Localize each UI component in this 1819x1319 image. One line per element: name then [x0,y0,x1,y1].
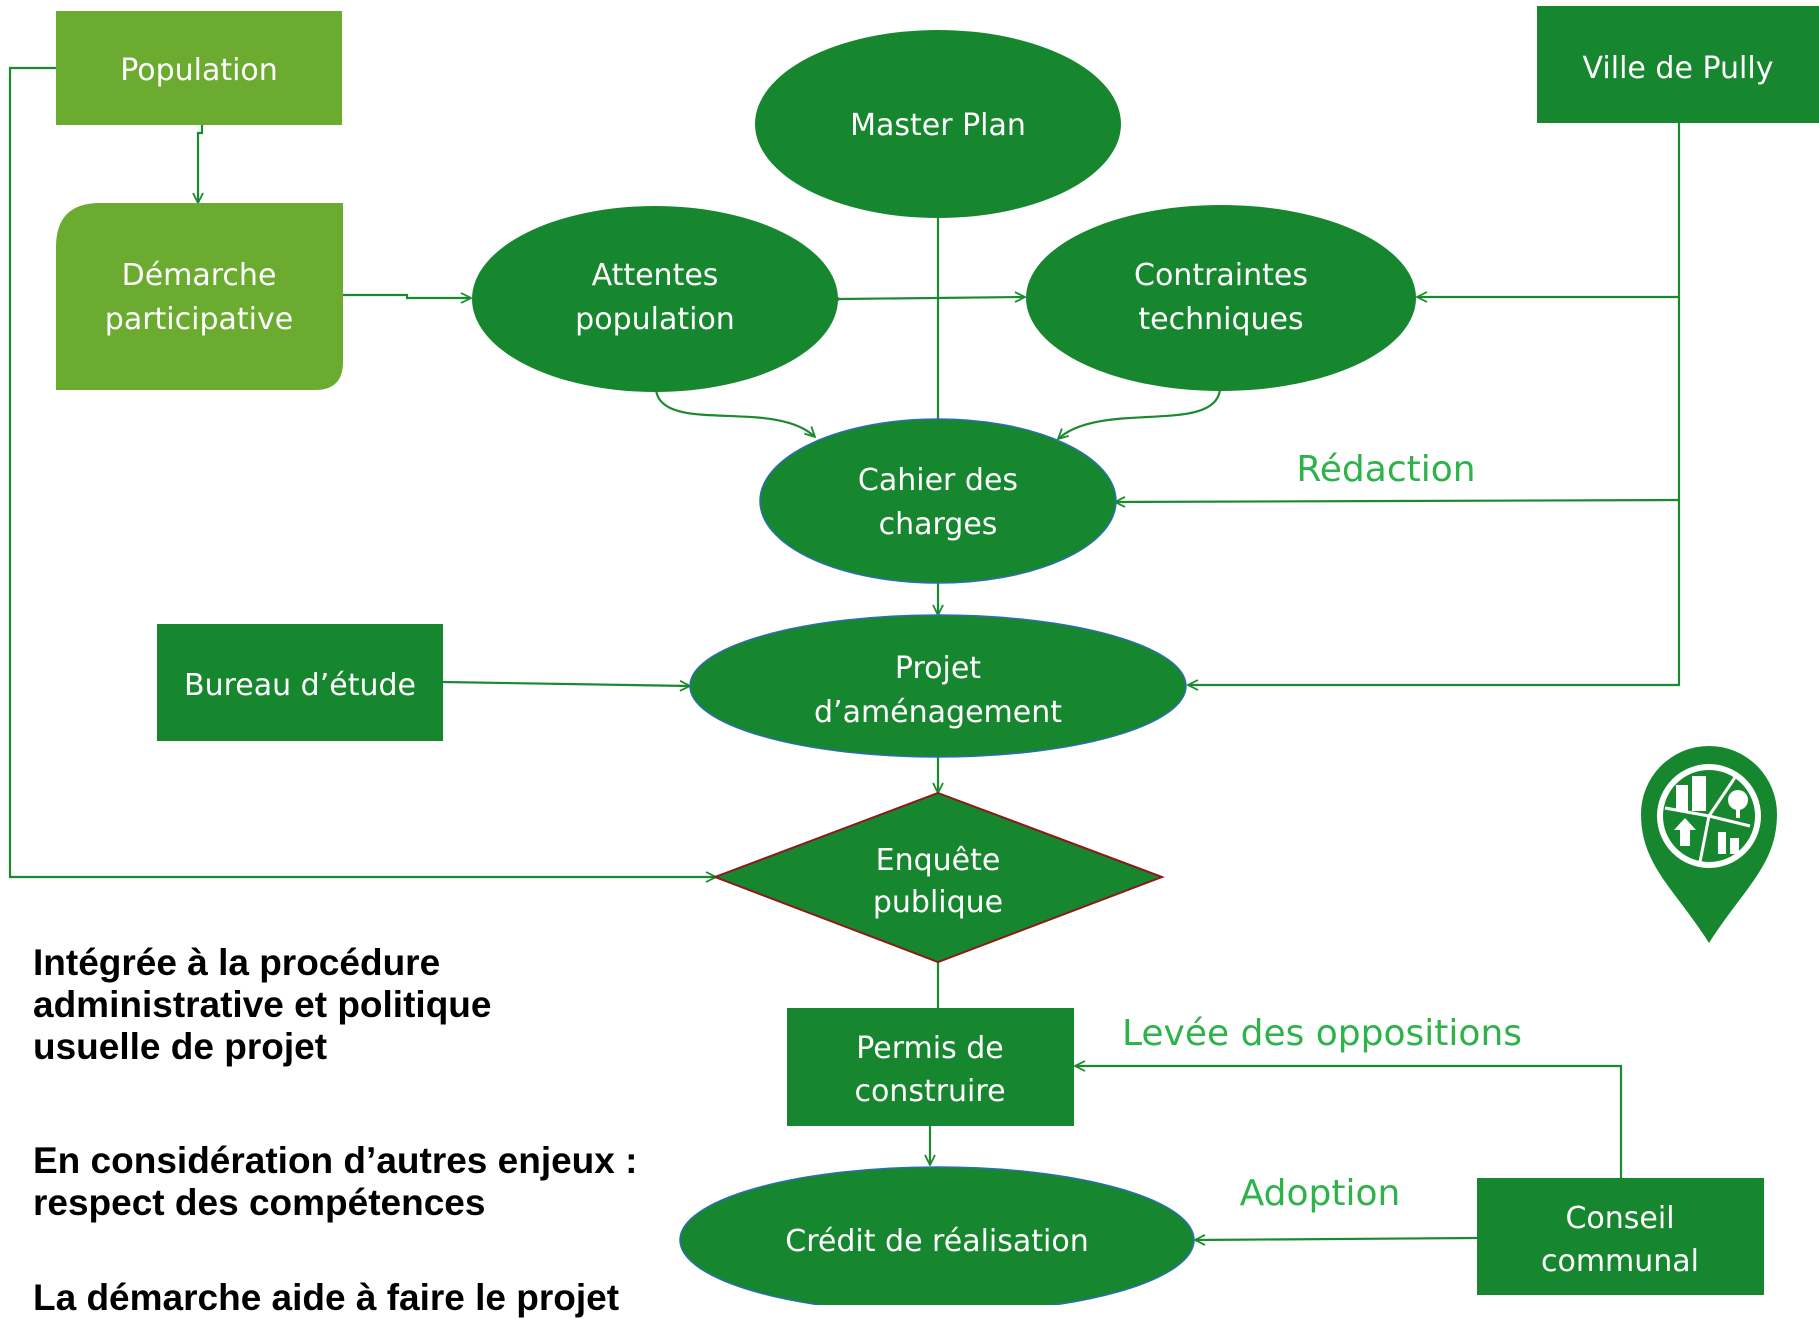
svg-text:Enquête: Enquête [876,843,1001,878]
note-line: En considération d’autres enjeux : [33,1140,638,1181]
node-credit-de-realisation: Crédit de réalisation [679,1166,1195,1305]
note-integration: Intégrée à la procédure administrative e… [33,942,733,1068]
svg-text:Master Plan: Master Plan [850,108,1026,143]
note-line: respect des compétences [33,1182,486,1223]
connector-contraintes-to-cahier [1058,389,1222,439]
node-enquete-publique: Enquête publique [712,791,1165,964]
note-enjeux: En considération d’autres enjeux : respe… [33,1140,733,1224]
node-bureau-d-etude: Bureau d’étude [157,624,443,741]
svg-text:Population: Population [120,53,278,88]
svg-text:communal: communal [1541,1244,1699,1279]
node-demarche-participative: Démarche participative [56,203,343,390]
svg-text:publique: publique [873,885,1003,920]
node-cahier-des-charges: Cahier des charges [759,418,1117,584]
svg-text:Conseil: Conseil [1565,1201,1674,1236]
svg-text:population: population [575,302,735,337]
note-line: administrative et politique [33,984,492,1025]
svg-text:construire: construire [854,1074,1005,1109]
svg-text:Bureau d’étude: Bureau d’étude [184,668,416,703]
svg-text:d’aménagement: d’aménagement [814,695,1062,730]
node-population: Population [56,11,342,125]
node-conseil-communal: Conseil communal [1477,1178,1764,1295]
svg-text:Ville de Pully: Ville de Pully [1583,51,1774,86]
svg-text:techniques: techniques [1138,302,1303,337]
svg-text:Démarche: Démarche [122,258,277,293]
note-demarche-aide: La démarche aide à faire le projet [33,1277,733,1319]
connector-conseil-to-credit [1195,1238,1478,1240]
note-line: usuelle de projet [33,1026,328,1067]
edge-label-redaction: Rédaction [1296,449,1475,490]
svg-text:participative: participative [105,302,293,337]
svg-text:Crédit de réalisation: Crédit de réalisation [785,1224,1088,1259]
node-master-plan: Master Plan [755,30,1121,218]
svg-text:Cahier des: Cahier des [858,463,1018,498]
connector-attentes-contraintes [840,297,1025,299]
connector-population-to-enquete [8,66,716,877]
connector-attentes-to-cahier [654,389,815,437]
city-map-pin-icon [1641,746,1777,943]
svg-text:Projet: Projet [895,651,981,686]
connector-bureau-to-projet [442,682,690,686]
connector-pully-trunk [1188,123,1681,685]
node-projet-d-amenagement: Projet d’aménagement [689,614,1187,758]
connector-conseil-to-permis [1075,1066,1623,1178]
note-line: La démarche aide à faire le projet [33,1277,620,1318]
connector-pully-to-cahier [1115,500,1680,502]
svg-text:Contraintes: Contraintes [1134,258,1308,293]
note-line: Intégrée à la procédure [33,942,441,983]
svg-text:charges: charges [879,507,998,542]
connectors [8,66,1681,1240]
svg-text:Attentes: Attentes [592,258,719,293]
node-contraintes-techniques: Contraintes techniques [1026,205,1416,391]
edge-label-levee-des-oppositions: Levée des oppositions [1122,1013,1522,1054]
connector-demarche-to-attentes [343,295,471,298]
svg-text:Permis de: Permis de [856,1031,1004,1066]
node-attentes-population: Attentes population [472,206,838,392]
node-permis-de-construire: Permis de construire [787,1008,1074,1126]
edge-label-adoption: Adoption [1240,1173,1401,1214]
node-ville-de-pully: Ville de Pully [1537,6,1819,123]
